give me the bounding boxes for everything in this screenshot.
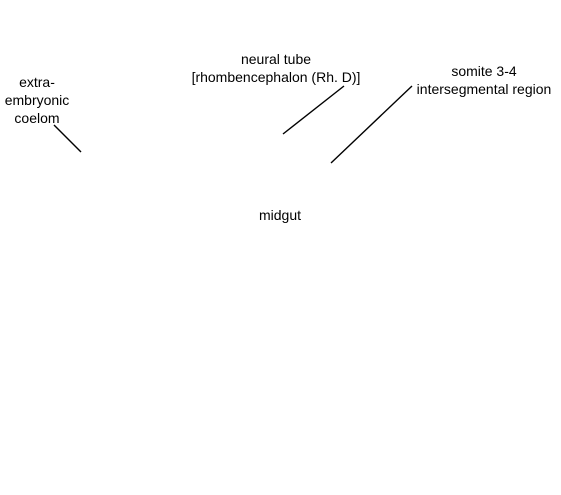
label-line: coelom — [14, 110, 60, 126]
label-line: somite 3-4 — [451, 63, 517, 79]
label-neural-tube: neural tube [rhombencephalon (Rh. D)] — [168, 50, 384, 86]
label-line: [rhombencephalon (Rh. D)] — [191, 69, 361, 85]
leader-line-somite — [330, 85, 413, 164]
label-somite: somite 3-4 intersegmental region — [404, 62, 561, 98]
label-line: intersegmental region — [416, 81, 552, 97]
label-line: midgut — [258, 207, 302, 223]
label-midgut: midgut — [235, 206, 325, 224]
label-line: neural tube — [240, 51, 312, 67]
label-extraembryonic-coelom: extra- embryonic coelom — [0, 73, 74, 127]
leader-line-neural-tube — [282, 85, 345, 135]
label-line: embryonic — [4, 92, 70, 108]
leader-line-extraembryonic-coelom — [53, 124, 82, 153]
label-line: extra- — [19, 74, 55, 90]
